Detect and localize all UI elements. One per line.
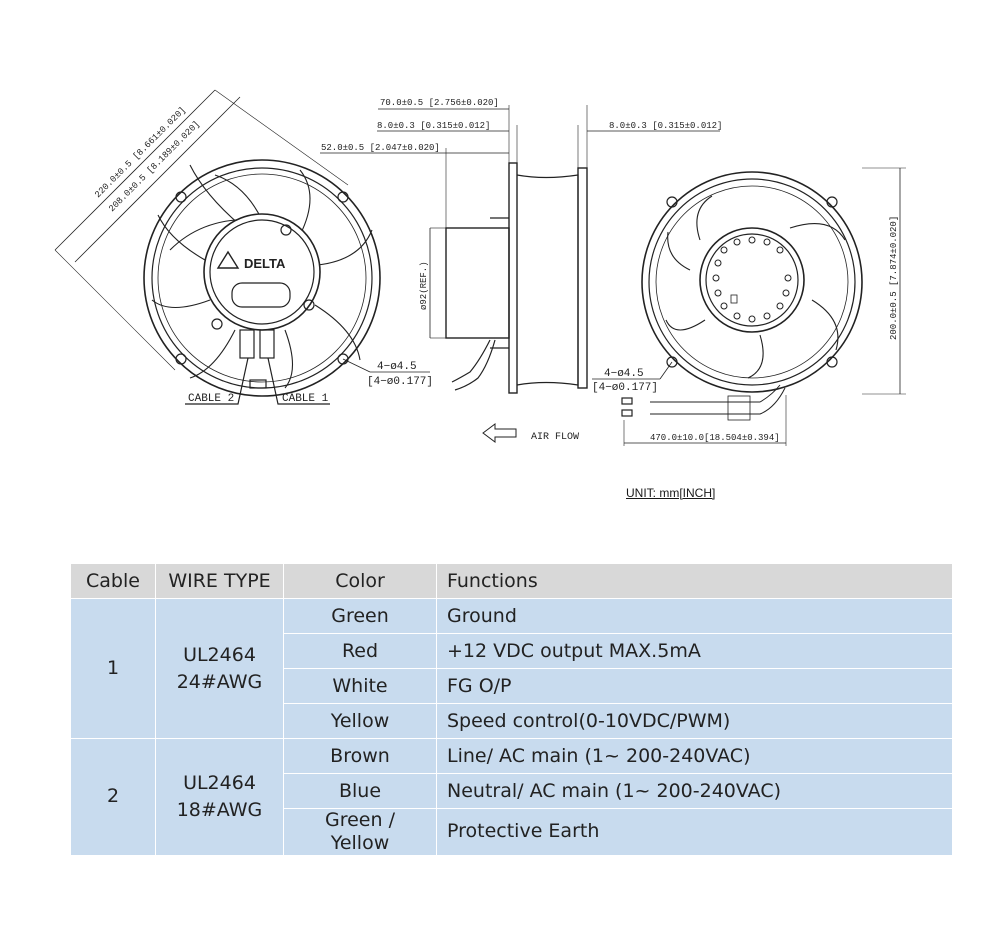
header-cable: Cable: [70, 563, 156, 599]
header-wire-type: WIRE TYPE: [155, 563, 284, 599]
wire-color: Green: [283, 598, 437, 634]
wire-type-cell: UL2464 18#AWG: [155, 738, 284, 856]
holes-callout-rear: 4−ø4.5: [604, 368, 644, 380]
front-view: DELTA CABLE 2 CABLE 1 220.0±0.5 [8.661±0…: [54, 89, 433, 405]
header-color: Color: [283, 563, 437, 599]
table-row: Yellow Speed control(0-10VDC/PWM): [71, 703, 953, 739]
wire-function: Speed control(0-10VDC/PWM): [436, 703, 953, 739]
side-view: 70.0±0.5 [2.756±0.020] 8.0±0.3 [0.315±0.…: [320, 98, 722, 443]
holes-callout-front: 4−ø4.5: [377, 361, 417, 373]
dim-8-right: 8.0±0.3 [0.315±0.012]: [609, 121, 722, 131]
dim-52: 52.0±0.5 [2.047±0.020]: [321, 143, 440, 153]
wire-type-cell: UL2464 24#AWG: [155, 598, 284, 739]
table-row: Red +12 VDC output MAX.5mA: [71, 633, 953, 669]
wire-color: White: [283, 668, 437, 704]
holes-callout-front-inch: [4−ø0.177]: [367, 376, 433, 388]
unit-note: UNIT: mm[INCH]: [626, 486, 716, 500]
wire-color: Green / Yellow: [283, 808, 437, 856]
wire-type-line: UL2464: [183, 643, 256, 666]
table-header-row: Cable WIRE TYPE Color Functions: [70, 563, 953, 599]
wire-function: FG O/P: [436, 668, 953, 704]
table-row: Blue Neutral/ AC main (1~ 200-240VAC): [71, 773, 953, 809]
dim-92: ø92(REF.): [419, 261, 429, 310]
cable-number: 2: [70, 738, 156, 856]
wire-function: Line/ AC main (1~ 200-240VAC): [436, 738, 953, 774]
wire-function: Protective Earth: [436, 808, 953, 856]
table-row: Green / Yellow Protective Earth: [71, 808, 953, 856]
cable-number: 1: [70, 598, 156, 739]
dim-cable-length: 470.0±10.0[18.504±0.394]: [650, 433, 780, 443]
table-row: White FG O/P: [71, 668, 953, 704]
cable-1-label: CABLE 1: [282, 393, 329, 405]
wire-type-line: 18#AWG: [176, 798, 263, 821]
wire-function: Ground: [436, 598, 953, 634]
wire-type-line: 24#AWG: [176, 670, 263, 693]
wiring-table: Cable WIRE TYPE Color Functions 1 UL2464…: [70, 563, 953, 856]
delta-logo-text: DELTA: [244, 256, 286, 271]
dim-8-left: 8.0±0.3 [0.315±0.012]: [377, 121, 490, 131]
table-row: 1 UL2464 24#AWG Green Ground: [70, 598, 953, 739]
wire-type-line: UL2464: [183, 772, 256, 794]
wire-function: +12 VDC output MAX.5mA: [436, 633, 953, 669]
cable-2-label: CABLE 2: [188, 393, 234, 405]
dim-70: 70.0±0.5 [2.756±0.020]: [380, 98, 499, 108]
table-row: 2 UL2464 18#AWG Brown Line/ AC main (1~ …: [70, 738, 953, 856]
wire-color: Yellow: [283, 703, 437, 739]
holes-callout-rear-inch: [4−ø0.177]: [592, 382, 658, 394]
wire-color: Blue: [283, 773, 437, 809]
rear-view: 200.0±0.5 [7.874±0.020] 470.0±10.0[18.50…: [592, 167, 906, 446]
fan-technical-drawing: DELTA CABLE 2 CABLE 1 220.0±0.5 [8.661±0…: [54, 89, 906, 446]
wire-color: Red: [283, 633, 437, 669]
wire-color: Brown: [283, 738, 437, 774]
airflow-label: AIR FLOW: [531, 432, 579, 443]
wire-function: Neutral/ AC main (1~ 200-240VAC): [436, 773, 953, 809]
header-functions: Functions: [436, 563, 953, 599]
dim-200: 200.0±0.5 [7.874±0.020]: [889, 216, 899, 340]
